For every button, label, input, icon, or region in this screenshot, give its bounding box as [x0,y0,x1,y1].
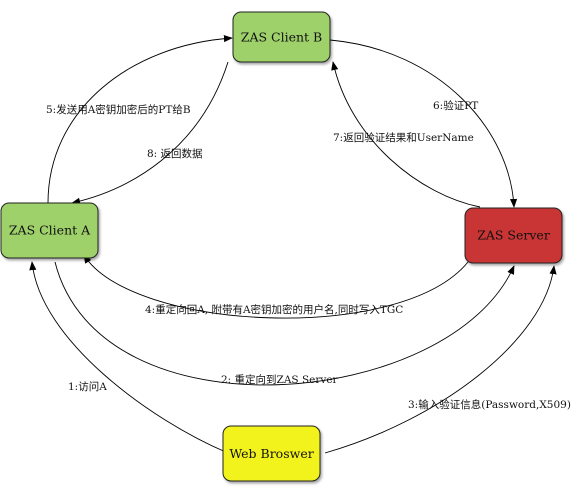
web-browser-label: Web Broswer [229,446,313,461]
server-box [464,207,563,264]
client-a-label: ZAS Client A [9,223,91,238]
node-client-a: ZAS Client A [0,202,99,259]
edge-8-client-b-to-client-a [71,61,229,205]
edge-label-1: 1:访问A [68,380,107,393]
edge-label-7: 7:返回验证结果和UserName [333,131,474,144]
edge-1-browser-to-client-a [29,261,229,454]
edge-labels: 1:访问A 2: 重定向到ZAS Server 3:输入验证信息(Passwor… [46,99,571,411]
edge-3-browser-to-server [324,265,557,454]
edge-label-3: 3:输入验证信息(Password,X509) [408,398,571,411]
client-b-box [232,11,331,63]
node-client-b: ZAS Client B [232,11,331,63]
node-web-browser: Web Broswer [222,425,321,482]
client-a-box [0,202,99,259]
edge-6-client-b-to-server [329,39,518,208]
edge-4-server-to-client-a [83,254,469,319]
edge-5-client-a-to-client-b [47,34,233,204]
web-browser-box [222,425,321,482]
client-b-label: ZAS Client B [241,30,322,45]
edge-label-2: 2: 重定向到ZAS Server [221,373,339,386]
node-server: ZAS Server [464,207,563,264]
edges [29,34,557,454]
edge-7-server-to-client-b [331,61,481,208]
server-label: ZAS Server [477,228,550,243]
edge-label-6: 6:验证PT [433,99,478,112]
edge-label-5: 5:发送用A密钥加密后的PT给B [46,103,191,116]
edge-2-client-a-to-server [54,261,515,386]
edge-label-4: 4:重定向回A, 附带有A密钥加密的用户名,同时写入TGC [145,303,403,316]
edge-label-8: 8: 返回数据 [147,147,203,160]
